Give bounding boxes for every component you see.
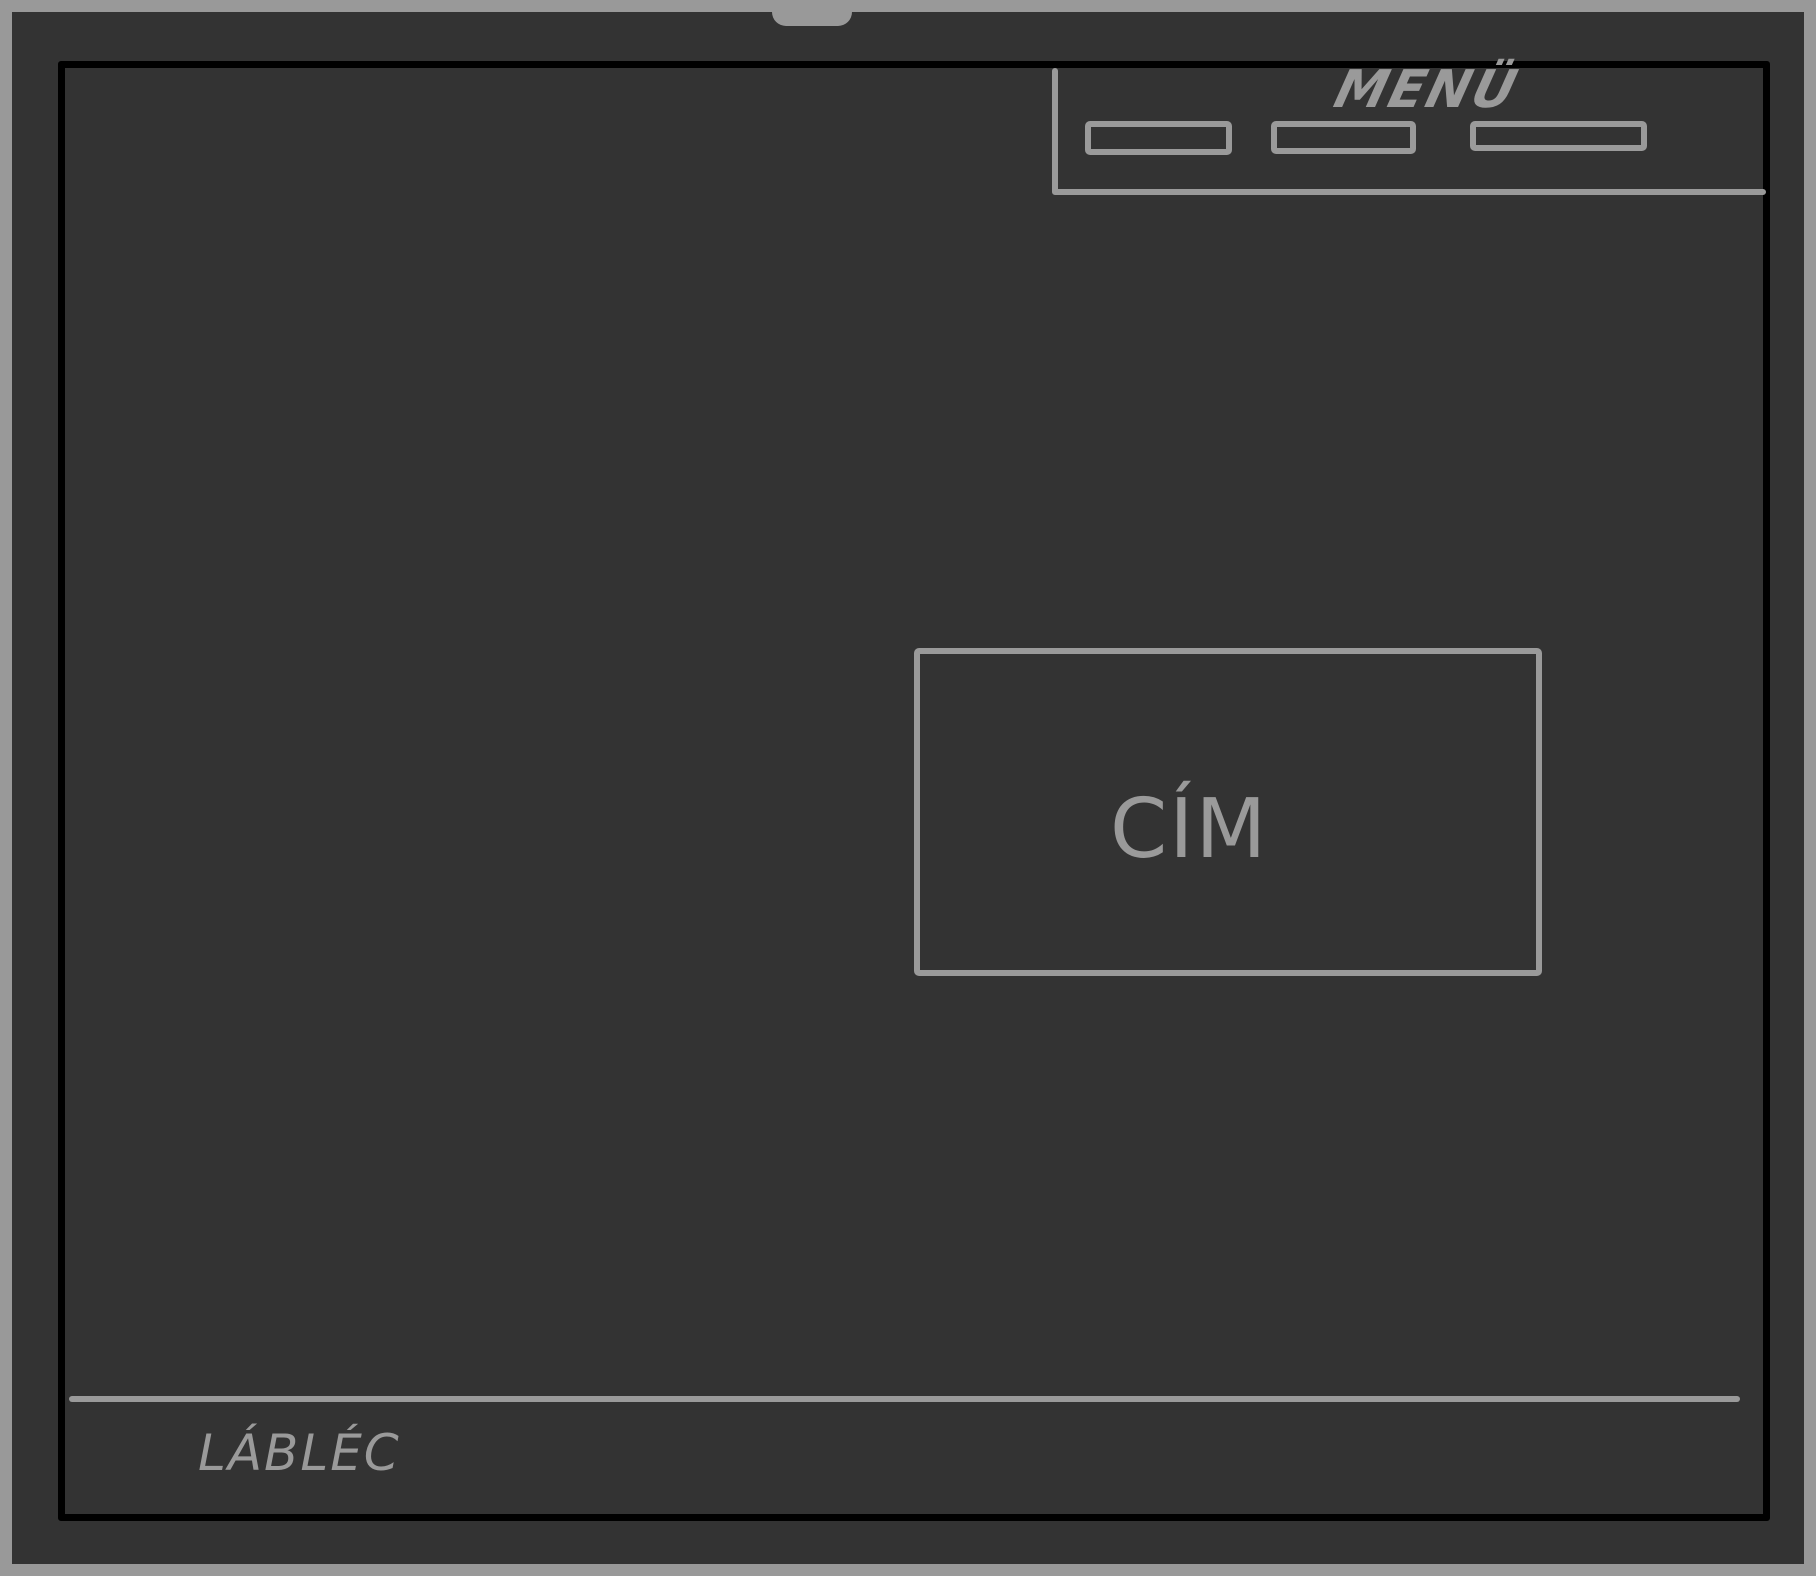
- canvas-notch: [772, 12, 852, 26]
- header-label: LÁBLÉC: [198, 1424, 401, 1482]
- title-box: [914, 648, 1542, 976]
- title-label: CÍM: [1110, 782, 1269, 877]
- menu-item-2[interactable]: [1271, 121, 1416, 154]
- menu-panel-outline: [1052, 68, 1766, 195]
- page-frame: [58, 61, 1770, 1521]
- menu-item-1[interactable]: [1085, 121, 1232, 155]
- menu-label: MENÜ: [1328, 60, 1525, 120]
- menu-item-3[interactable]: [1470, 121, 1647, 151]
